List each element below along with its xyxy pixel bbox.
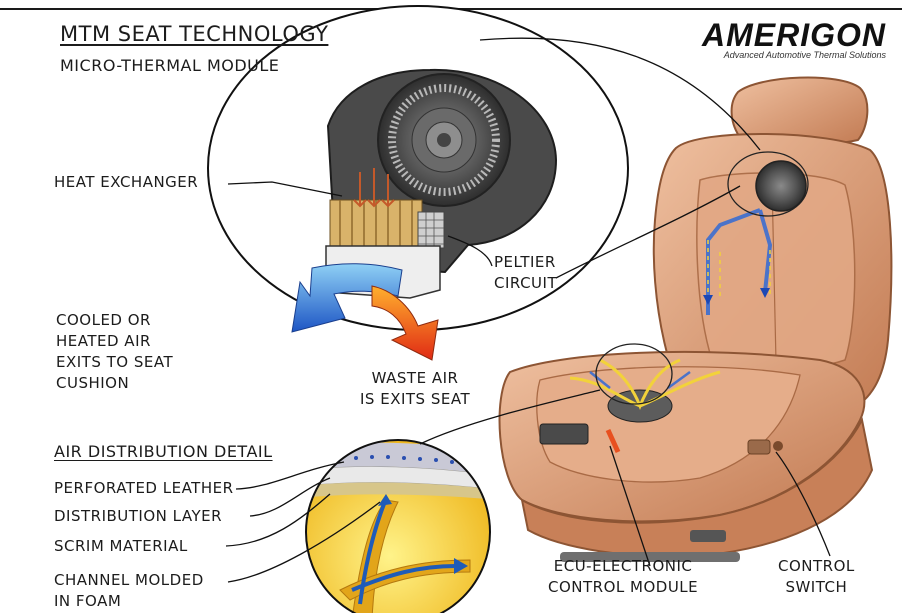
label-cooled-air-line-3: EXITS TO SEAT bbox=[56, 352, 173, 373]
label-peltier-line-1: PELTIER bbox=[494, 252, 557, 273]
diagram-title: MTM SEAT TECHNOLOGY bbox=[60, 22, 328, 46]
label-switch-line-2: SWITCH bbox=[778, 577, 855, 598]
label-cooled-air: COOLED OR HEATED AIR EXITS TO SEAT CUSHI… bbox=[56, 310, 173, 394]
label-cooled-air-line-1: COOLED OR bbox=[56, 310, 173, 331]
section-air-distribution: AIR DISTRIBUTION DETAIL bbox=[54, 442, 273, 461]
label-cooled-air-line-4: CUSHION bbox=[56, 373, 173, 394]
label-waste-air-line-1: WASTE AIR bbox=[360, 368, 470, 389]
diagram-subtitle: MICRO-THERMAL MODULE bbox=[60, 56, 279, 75]
amerigon-logo: AMERIGON Advanced Automotive Thermal Sol… bbox=[702, 18, 886, 60]
label-perforated-leather: PERFORATED LEATHER bbox=[54, 478, 234, 499]
label-waste-air: WASTE AIR IS EXITS SEAT bbox=[360, 368, 470, 410]
air-distribution-detail bbox=[300, 436, 500, 613]
label-cooled-air-line-2: HEATED AIR bbox=[56, 331, 173, 352]
label-peltier-circuit: PELTIER CIRCUIT bbox=[494, 252, 557, 294]
label-control-switch: CONTROL SWITCH bbox=[778, 556, 855, 598]
label-waste-air-line-2: IS EXITS SEAT bbox=[360, 389, 470, 410]
label-ecu-line-1: ECU-ELECTRONIC bbox=[548, 556, 698, 577]
label-channel-line-1: CHANNEL MOLDED bbox=[54, 570, 204, 591]
label-channel-molded: CHANNEL MOLDED IN FOAM bbox=[54, 570, 204, 612]
label-scrim-material: SCRIM MATERIAL bbox=[54, 536, 188, 557]
label-peltier-line-2: CIRCUIT bbox=[494, 273, 557, 294]
logo-wordmark: AMERIGON bbox=[702, 18, 886, 52]
label-ecu-line-2: CONTROL MODULE bbox=[548, 577, 698, 598]
logo-tagline: Advanced Automotive Thermal Solutions bbox=[702, 50, 886, 60]
label-heat-exchanger: HEAT EXCHANGER bbox=[54, 172, 198, 193]
label-channel-line-2: IN FOAM bbox=[54, 591, 204, 612]
micro-thermal-module-detail bbox=[208, 6, 628, 330]
label-ecu: ECU-ELECTRONIC CONTROL MODULE bbox=[548, 556, 698, 598]
label-switch-line-1: CONTROL bbox=[778, 556, 855, 577]
label-distribution-layer: DISTRIBUTION LAYER bbox=[54, 506, 222, 527]
